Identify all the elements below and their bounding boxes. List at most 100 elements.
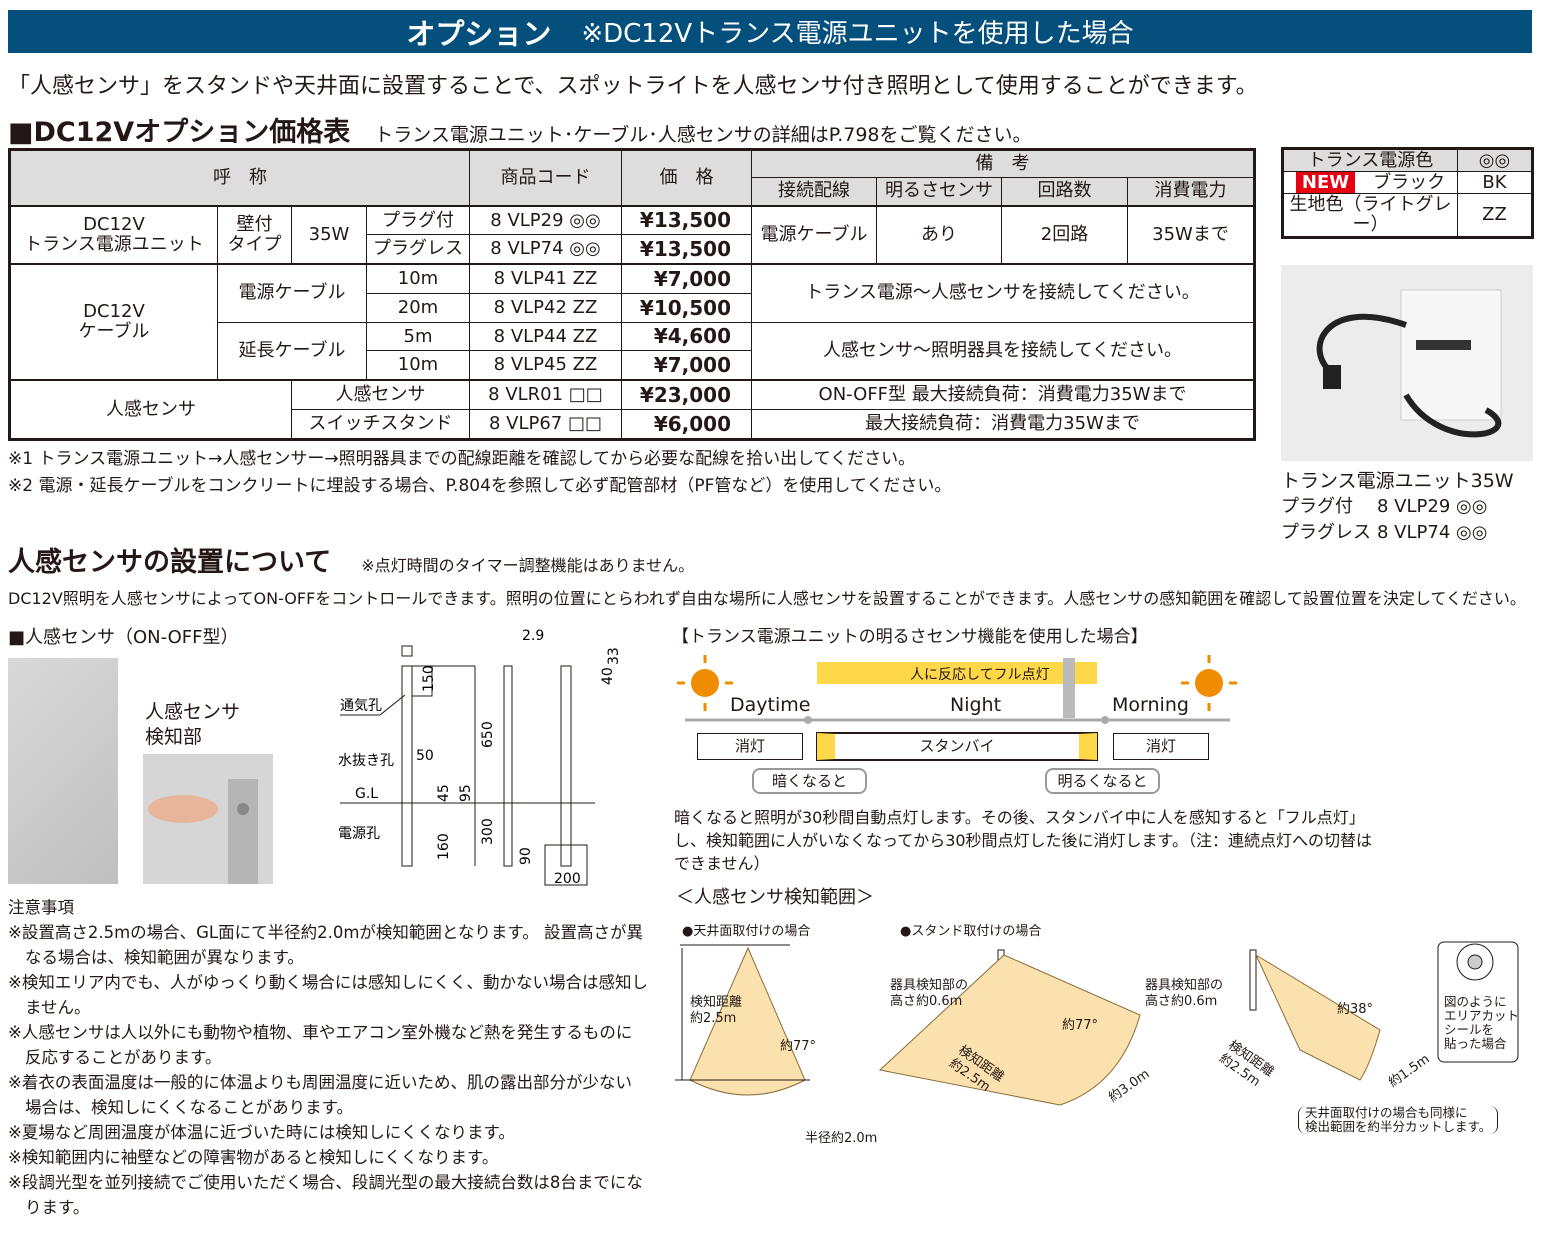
stand-title: ●スタンド取付けの場合 <box>900 924 1042 939</box>
cell-price: ¥4,600 <box>621 321 752 352</box>
cell-note: 人感センサ～照明器具を接続してください。 <box>751 321 1255 381</box>
timeline-desc: 暗くなると照明が30秒間自動点灯します。その後、スタンバイ中に人を感知すると「フ… <box>674 808 1372 873</box>
caption-code: 8 VLP29 ◎◎ <box>1377 496 1488 517</box>
cell-type: 壁付 タイプ <box>217 205 292 265</box>
caption-title: トランス電源ユニット35W <box>1281 470 1514 492</box>
caution-item: ※検知範囲内に袖壁などの障害物があると検知しにくくなります。 <box>8 1148 499 1167</box>
phase-morning: Morning <box>1112 694 1189 716</box>
install-heading: 人感センサの設置について ※点灯時間のタイマー調整機能はありません。 <box>8 540 694 579</box>
ceiling-title: ●天井面取付けの場合 <box>682 924 811 939</box>
th-power: 消費電力 <box>1127 177 1255 206</box>
th-price: 価 格 <box>621 149 752 206</box>
full-on-label: 人に反応してフル点灯 <box>910 667 1050 683</box>
color-code: BK <box>1457 171 1533 195</box>
dim: 2.9 <box>522 628 544 644</box>
cell-power: 35Wまで <box>1127 205 1255 265</box>
caution-item: ※着衣の表面温度は一般的に体温よりも周囲温度に近いため、肌の露出部分が少ない場合… <box>8 1073 632 1117</box>
cell-code: 8 VLP29 ◎◎ <box>469 204 622 236</box>
cut-callout: 図のように エリアカット シールを 貼った場合 <box>1444 994 1520 1051</box>
state-off: 消灯 <box>697 733 803 760</box>
cell-price: ¥23,000 <box>621 379 752 410</box>
cell-item: スイッチスタンド <box>291 408 470 441</box>
stand-angle: 約77° <box>1062 1018 1099 1033</box>
th-code: 商品コード <box>469 149 622 206</box>
sun-icon <box>677 655 733 711</box>
cell-wiring: 電源ケーブル <box>751 205 877 265</box>
state-off: 消灯 <box>1113 733 1209 760</box>
color-code: ZZ <box>1457 193 1533 238</box>
page-banner: オプション ※DC12Vトランス電源ユニットを使用した場合 <box>8 10 1532 53</box>
dim: 50 <box>416 748 434 764</box>
cell-length: 20m <box>366 292 470 323</box>
color-header-code: ◎◎ <box>1457 147 1533 173</box>
th-wiring: 接続配線 <box>751 177 877 206</box>
color-name: 生地色（ライトグレー） <box>1282 193 1458 238</box>
cell-note: 最大接続負荷：消費電力35Wまで <box>751 408 1255 441</box>
stand-dimension-drawing: 通気孔 水抜き孔 G.L 電源孔 150 50 45 95 650 300 16… <box>338 628 622 887</box>
install-title: 人感センサの設置について <box>8 547 332 578</box>
range-title: ＜人感センサ検知範囲＞ <box>676 887 874 908</box>
cell-length: 10m <box>366 263 470 294</box>
new-badge: NEW <box>1295 171 1356 193</box>
cell-group: 延長ケーブル <box>217 321 367 381</box>
cell-price: ¥13,500 <box>621 234 752 265</box>
cell-code: 8 VLP67 □□ <box>469 408 622 441</box>
caption-label: プラグレス <box>1281 522 1371 543</box>
cell-price: ¥7,000 <box>621 263 752 294</box>
th-name: 呼 称 <box>9 149 470 206</box>
caution-item: ※設置高さ2.5mの場合、GL面にて半径約2.0mが検知範囲となります。 設置高… <box>8 923 644 967</box>
trigger-dark: 暗くなると <box>752 768 867 794</box>
timeline-title: 【トランス電源ユニットの明るさセンサ機能を使用した場合】 <box>672 627 1148 647</box>
dim: 40 <box>600 667 616 685</box>
sun-icon <box>1181 655 1237 711</box>
dim: 95 <box>458 784 474 802</box>
cell-length: 10m <box>366 350 470 381</box>
stand-height: 器具検知部の 高さ約0.6m <box>890 978 969 1009</box>
cell-group: 電源ケーブル <box>217 263 367 323</box>
cell-price: ¥13,500 <box>621 204 752 236</box>
dim: 90 <box>518 847 534 865</box>
dim: 160 <box>436 833 452 860</box>
lead-text: 「人感センサ」をスタンドや天井面に設置することで、スポットライトを人感センサ付き… <box>8 74 1258 99</box>
banner-subtitle: ※DC12Vトランス電源ユニットを使用した場合 <box>581 19 1134 49</box>
dim: 300 <box>480 818 496 845</box>
footnotes: ※1 トランス電源ユニット→人感センサー→照明器具までの配線距離を確認してから必… <box>8 446 1268 500</box>
label-power-hole: 電源孔 <box>338 826 380 842</box>
install-note: ※点灯時間のタイマー調整機能はありません。 <box>361 556 695 575</box>
caution-item: ※夏場など周囲温度が体温に近づいた時には検知しにくくなります。 <box>8 1123 515 1142</box>
label-drain: 水抜き孔 <box>338 753 394 769</box>
cell-variant: プラグレス <box>366 234 470 265</box>
dim: 650 <box>480 721 496 748</box>
cell-item: 人感センサ <box>291 379 470 410</box>
caution-item: ※人感センサは人以外にも動物や植物、車やエアコン室外機など熱を発生するものに反応… <box>8 1023 633 1067</box>
transformer-photo <box>1281 265 1533 461</box>
detection-range-diagram <box>675 941 1519 1106</box>
cell-code: 8 VLP42 ZZ <box>469 292 622 323</box>
dim: 33 <box>606 647 622 665</box>
cell-name: 人感センサ <box>9 379 292 441</box>
price-section-subtitle: トランス電源ユニット･ケーブル･人感センサの詳細はP.798をご覧ください。 <box>374 124 1032 146</box>
price-section-heading: ■DC12Vオプション価格表 トランス電源ユニット･ケーブル･人感センサの詳細は… <box>8 110 1032 149</box>
cell-note: ON-OFF型 最大接続負荷：消費電力35Wまで <box>751 379 1255 410</box>
sensor-stand-photo <box>8 658 118 884</box>
footnote: ※2 電源・延長ケーブルをコンクリートに埋設する場合、P.804を参照して必ず配… <box>8 476 952 496</box>
th-circuits: 回路数 <box>1001 177 1128 206</box>
ceiling-angle: 約77° <box>780 1039 817 1054</box>
phase-daytime: Daytime <box>730 694 811 716</box>
label-gl: G.L <box>355 786 378 802</box>
color-header: トランス電源色 <box>1282 147 1458 173</box>
cell-code: 8 VLP41 ZZ <box>469 263 622 294</box>
th-sensor: 明るさセンサ <box>876 177 1002 206</box>
trigger-bright: 明るくなると <box>1045 768 1160 794</box>
caution-item: ※検知エリア内でも、人がゆっくり動く場合には感知しにくく、動かない場合は感知しま… <box>8 973 649 1017</box>
install-desc: DC12V照明を人感センサによってON-OFFをコントロールできます。照明の位置… <box>8 589 1526 608</box>
cell-code: 8 VLP74 ◎◎ <box>469 234 622 265</box>
cell-price: ¥6,000 <box>621 408 752 441</box>
cell-price: ¥7,000 <box>621 350 752 381</box>
timeline-graphic <box>677 655 1237 724</box>
